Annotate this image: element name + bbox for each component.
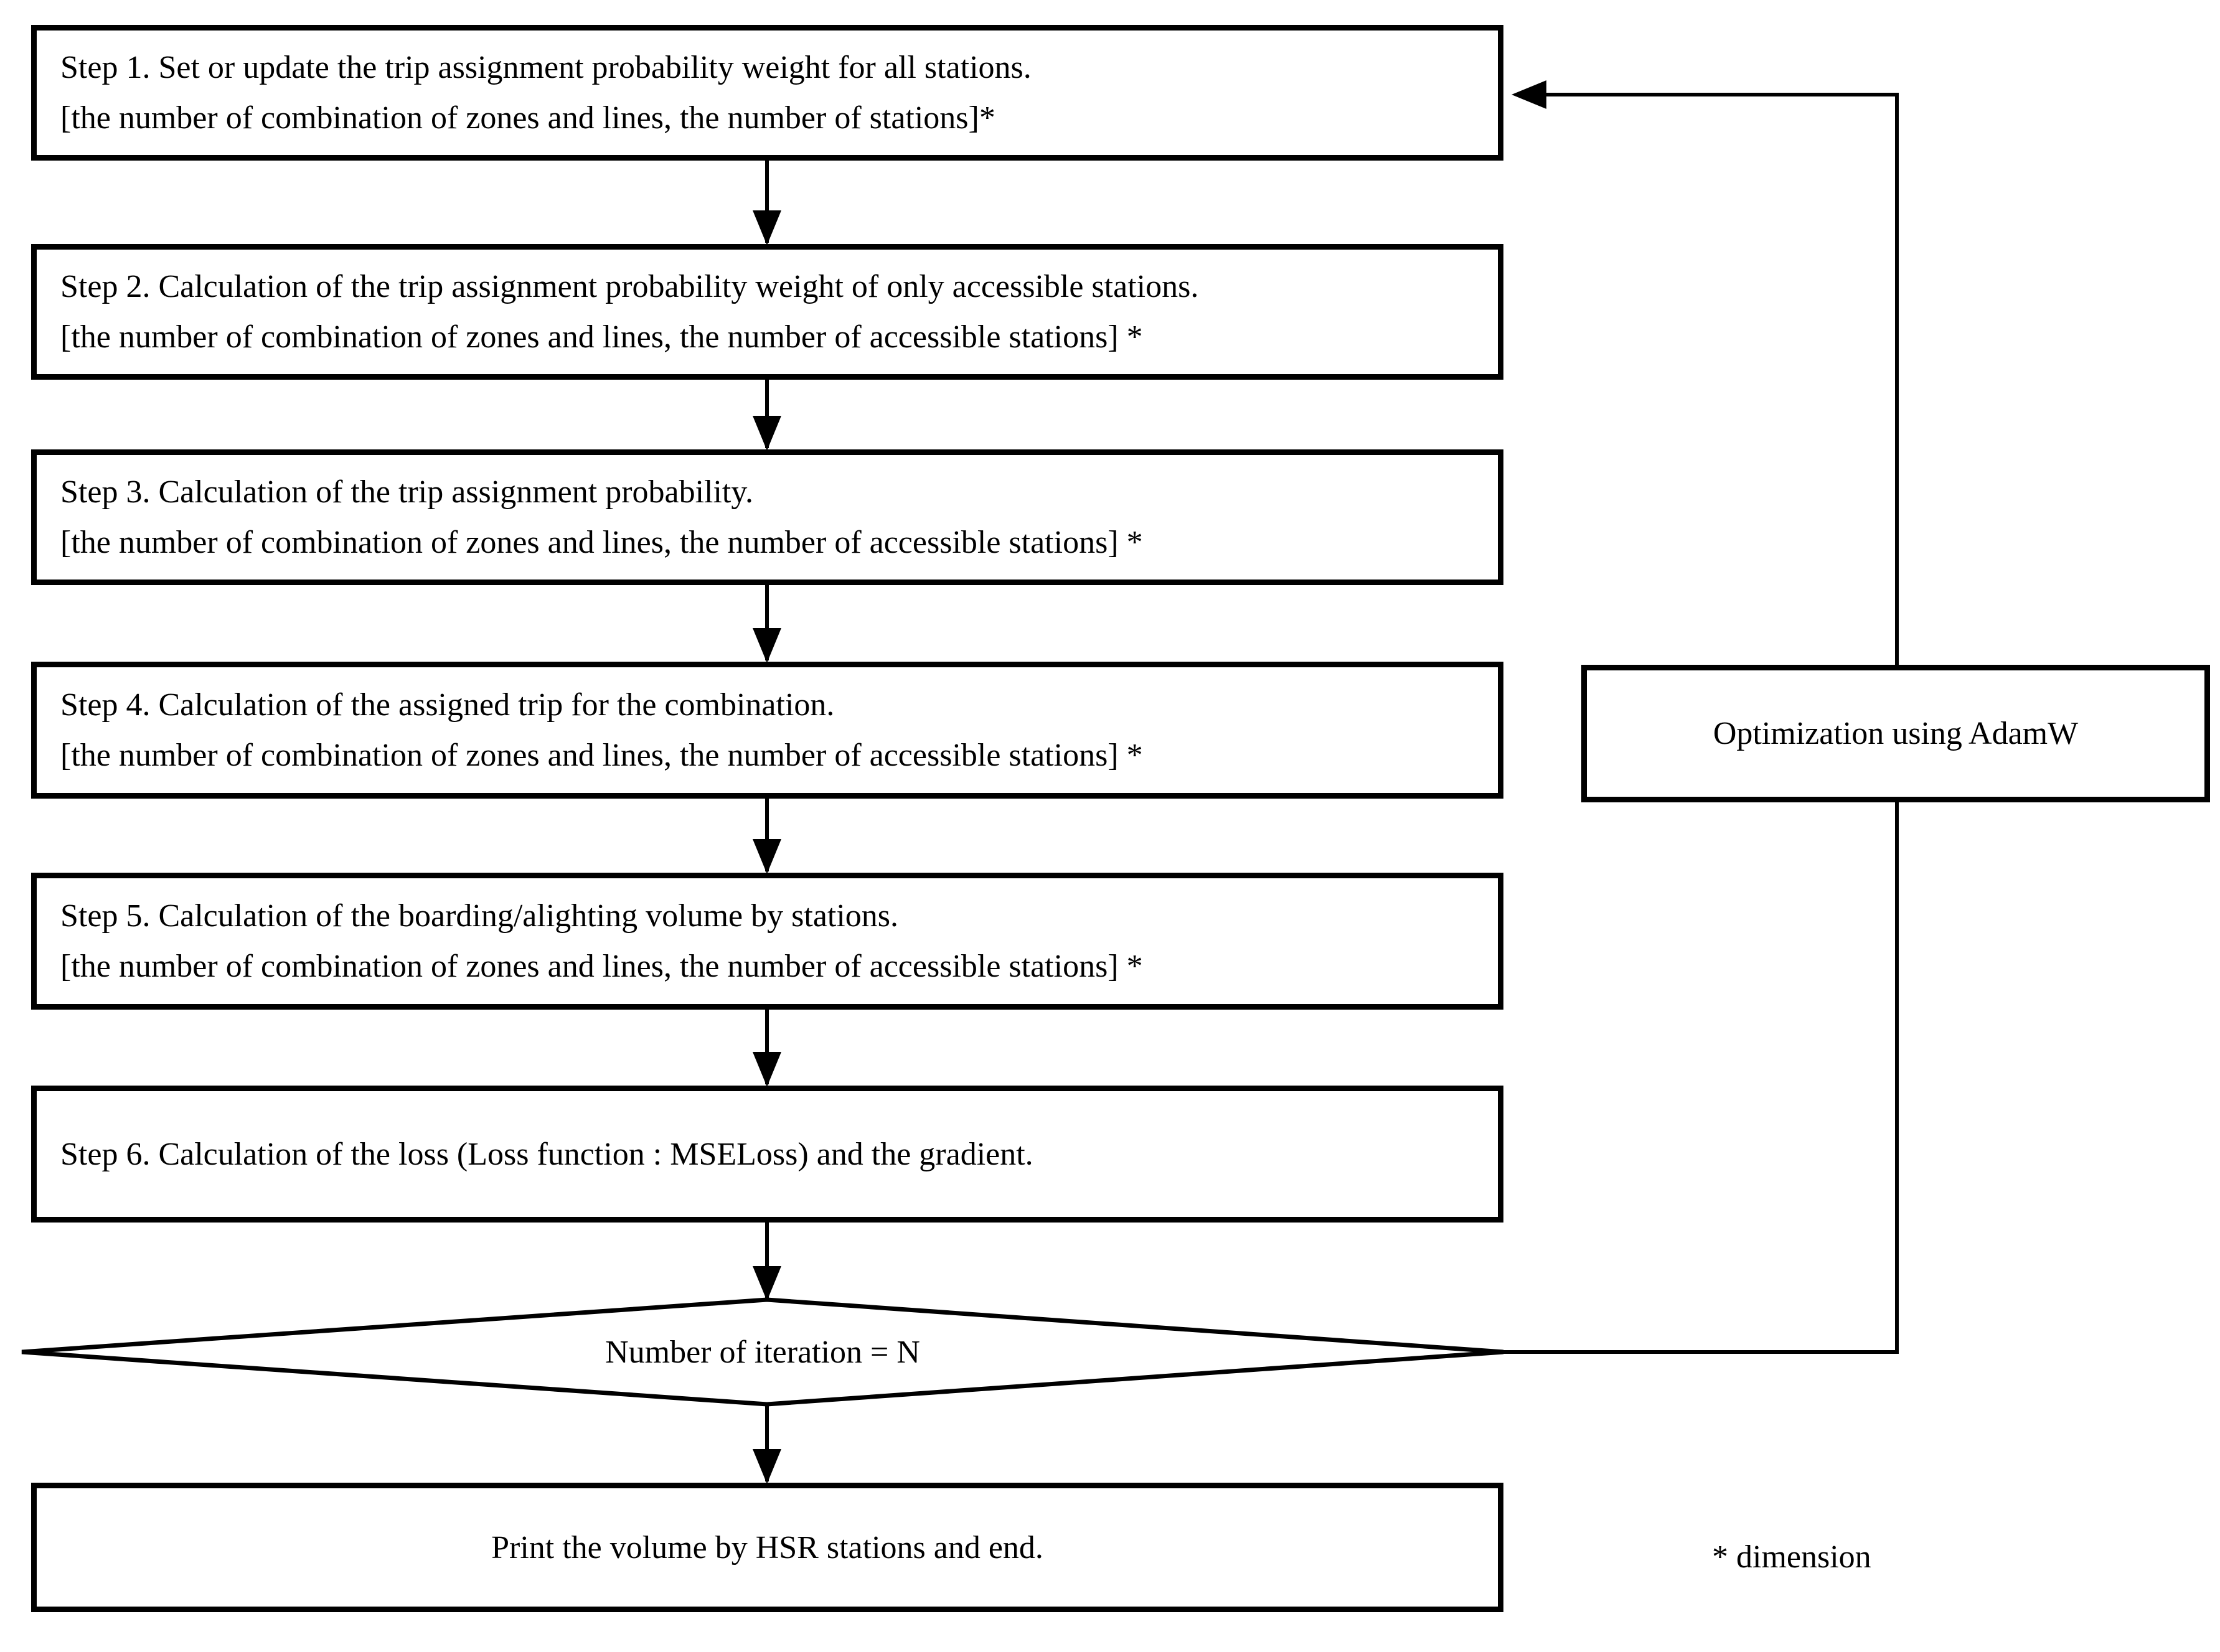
step-5-title: Step 5. Calculation of the boarding/alig…: [60, 898, 899, 934]
step-6-box: Step 6. Calculation of the loss (Loss fu…: [31, 1086, 1503, 1223]
arrowhead-into-decision: [753, 1266, 781, 1301]
arrowhead-into-step4: [753, 628, 781, 663]
step-4-box: Step 4. Calculation of the assigned trip…: [31, 662, 1503, 799]
arrowheads: [753, 80, 1546, 1484]
arrowhead-into-step3: [753, 416, 781, 451]
optimization-box: Optimization using AdamW: [1581, 665, 2210, 802]
step-5-dimension: [the number of combination of zones and …: [60, 949, 1143, 984]
step-5-box: Step 5. Calculation of the boarding/alig…: [31, 873, 1503, 1010]
step-2-box: Step 2. Calculation of the trip assignme…: [31, 244, 1503, 380]
step-4-title: Step 4. Calculation of the assigned trip…: [60, 687, 835, 723]
step-2-dimension: [the number of combination of zones and …: [60, 319, 1143, 355]
end-box: Print the volume by HSR stations and end…: [31, 1483, 1503, 1612]
end-box-label: Print the volume by HSR stations and end…: [491, 1529, 1043, 1565]
step-1-title: Step 1. Set or update the trip assignmen…: [60, 50, 1032, 85]
step-6-title: Step 6. Calculation of the loss (Loss fu…: [60, 1136, 1033, 1172]
arrowhead-into-step2: [753, 210, 781, 245]
step-3-title: Step 3. Calculation of the trip assignme…: [60, 474, 753, 510]
arrowhead-into-step6: [753, 1052, 781, 1087]
step-4-dimension: [the number of combination of zones and …: [60, 738, 1143, 773]
optimization-box-label: Optimization using AdamW: [1713, 716, 2079, 751]
step-2-title: Step 2. Calculation of the trip assignme…: [60, 269, 1199, 304]
arrowhead-into-step1: [1512, 80, 1546, 109]
dimension-footnote: * dimension: [1712, 1539, 1871, 1575]
decision-diamond: [21, 1297, 1504, 1407]
step-1-box: Step 1. Set or update the trip assignmen…: [31, 25, 1503, 161]
arrowhead-into-end-box: [753, 1449, 781, 1484]
step-3-dimension: [the number of combination of zones and …: [60, 525, 1143, 560]
step-3-box: Step 3. Calculation of the trip assignme…: [31, 449, 1503, 585]
arrowhead-into-step5: [753, 839, 781, 874]
step-1-dimension: [the number of combination of zones and …: [60, 100, 995, 136]
